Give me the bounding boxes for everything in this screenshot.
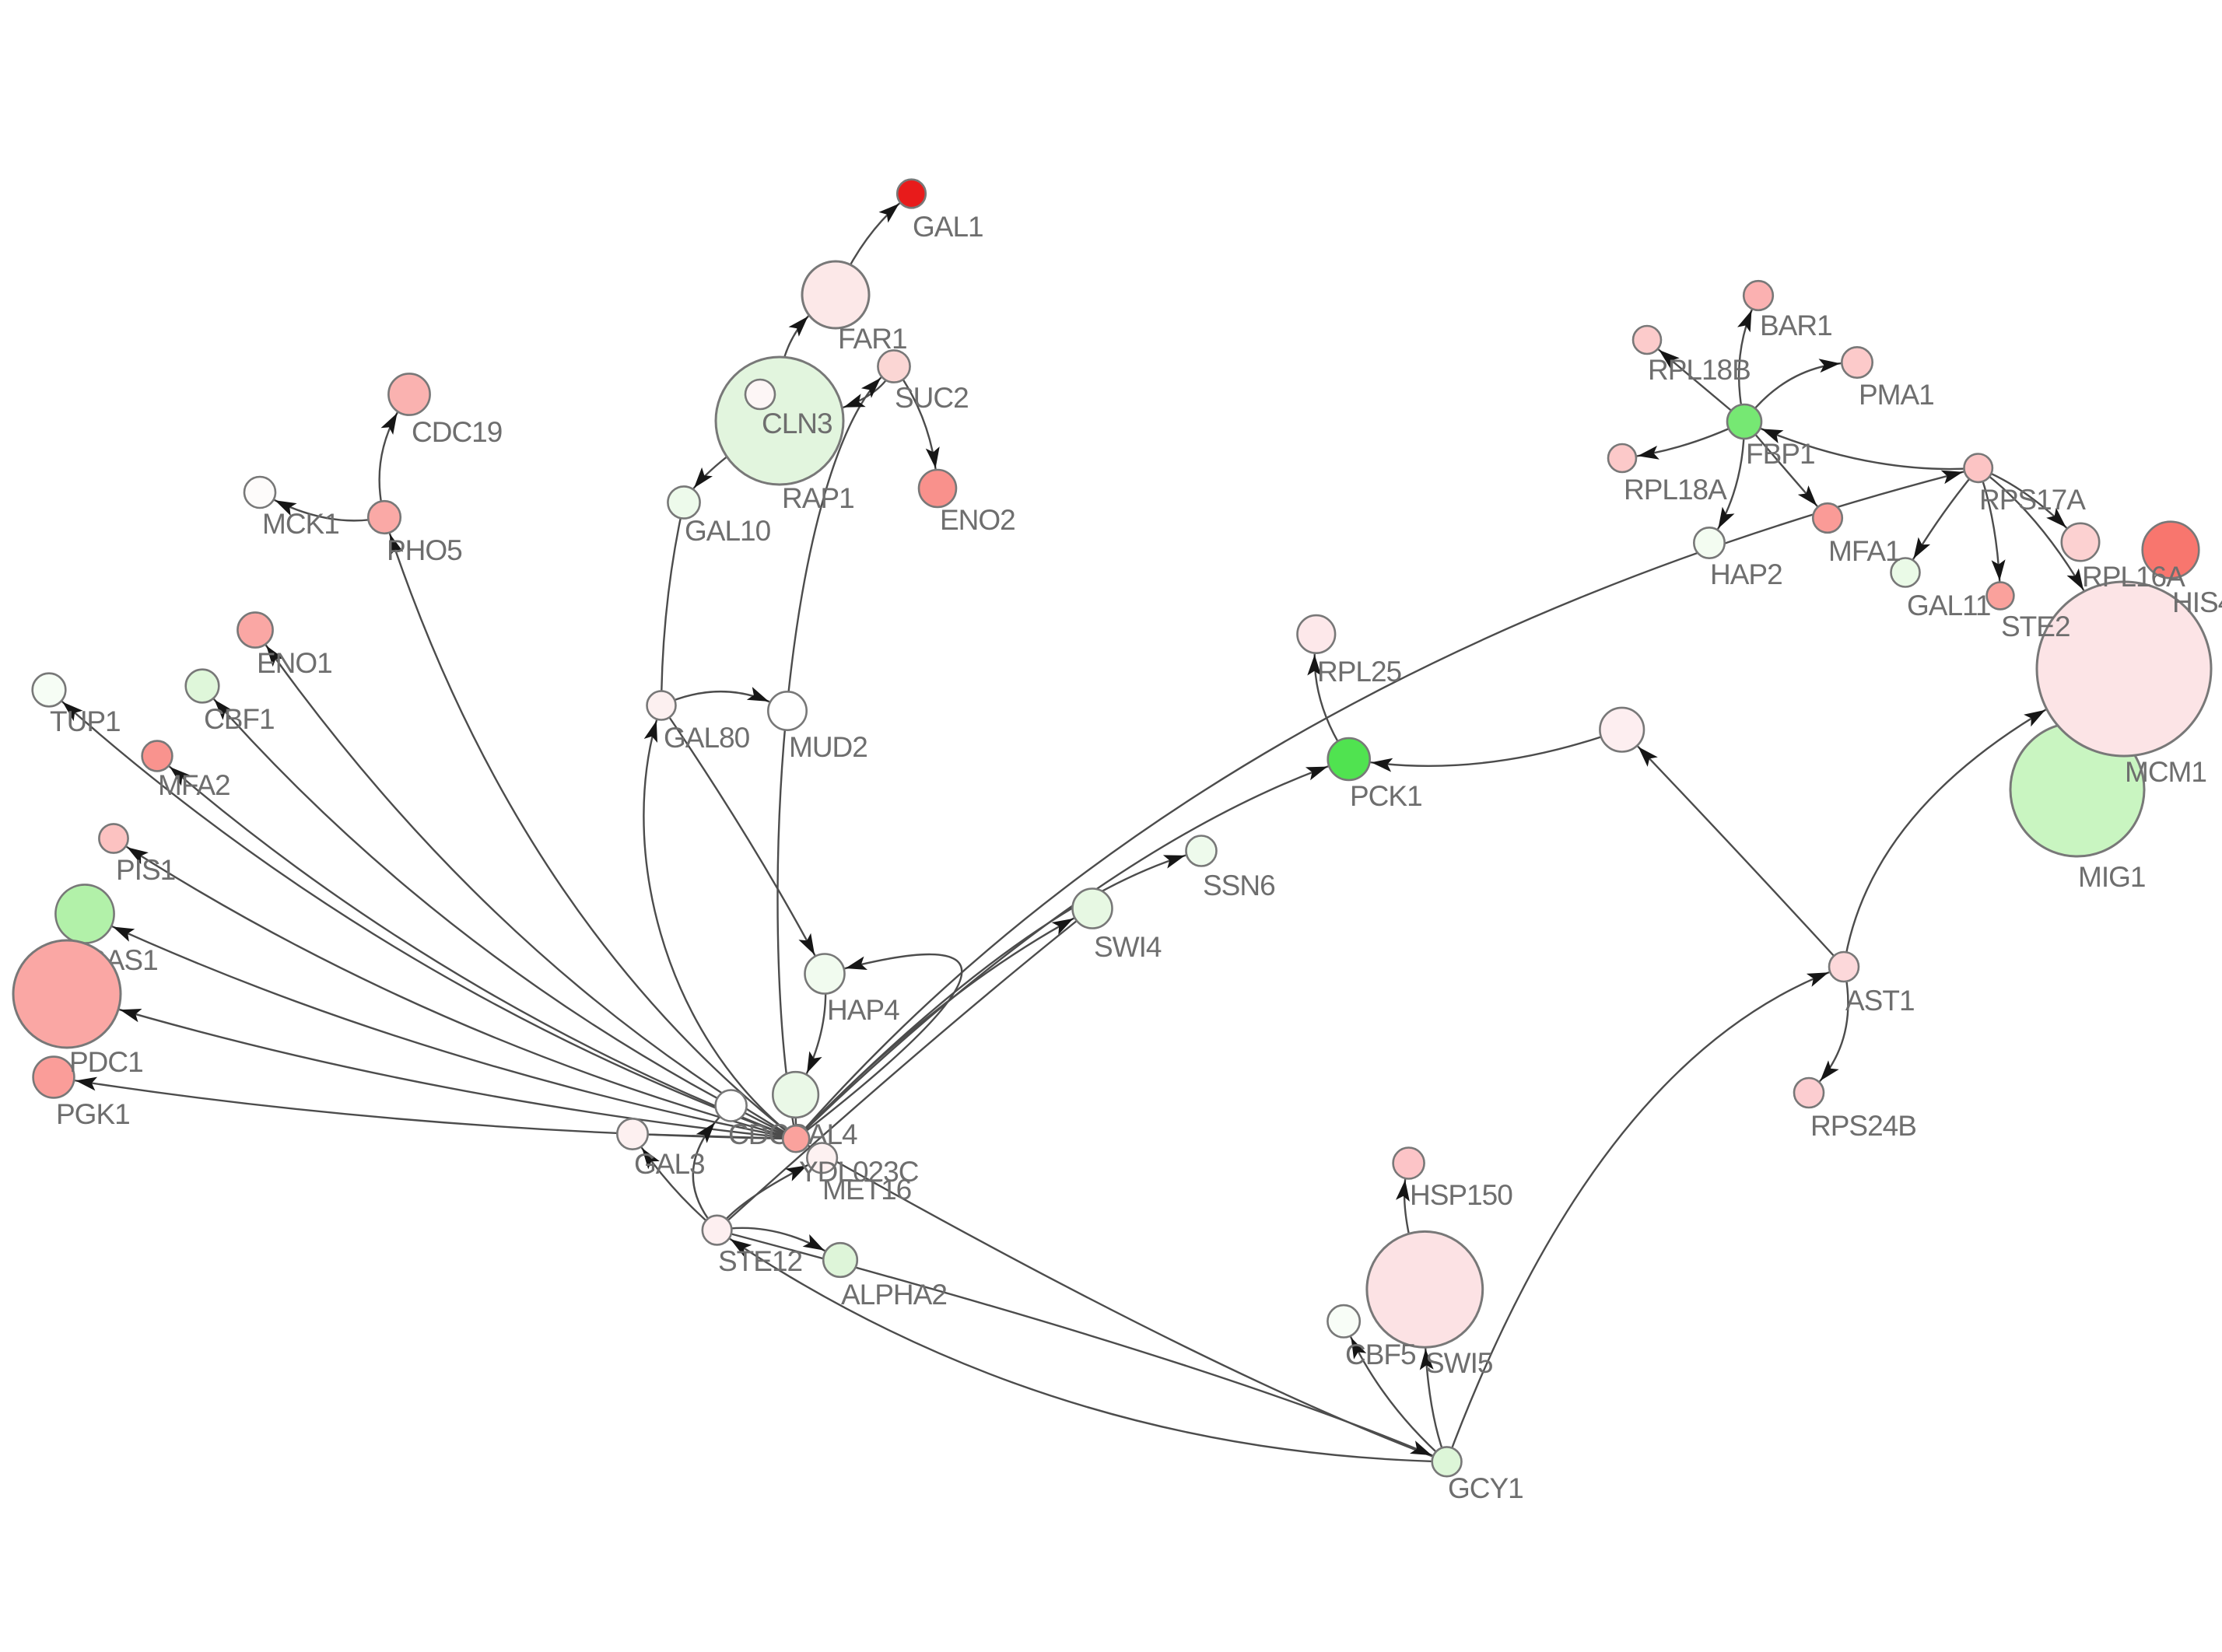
svg-text:SWI4: SWI4 [1094, 931, 1162, 963]
svg-text:SUC2: SUC2 [895, 382, 969, 414]
svg-text:RPL18B: RPL18B [1648, 354, 1751, 386]
svg-text:STE12: STE12 [718, 1245, 802, 1277]
svg-text:CLN3: CLN3 [762, 408, 832, 439]
svg-text:HSP150: HSP150 [1410, 1179, 1512, 1211]
svg-text:BAR1: BAR1 [1760, 310, 1832, 341]
svg-text:GCY1: GCY1 [1448, 1472, 1523, 1504]
svg-text:FBP1: FBP1 [1746, 438, 1815, 470]
svg-text:PDC1: PDC1 [69, 1046, 143, 1078]
svg-text:ENO2: ENO2 [940, 504, 1015, 536]
svg-text:MIG1: MIG1 [2078, 861, 2145, 893]
svg-text:HAP4: HAP4 [827, 994, 899, 1026]
svg-text:SWI5: SWI5 [1425, 1347, 1493, 1379]
svg-text:GAL80: GAL80 [664, 722, 750, 754]
svg-text:PGK1: PGK1 [56, 1098, 130, 1130]
svg-text:GAL3: GAL3 [634, 1148, 705, 1180]
svg-text:MFA2: MFA2 [158, 769, 230, 801]
svg-text:GAL11: GAL11 [1907, 590, 1990, 621]
svg-text:CBF5: CBF5 [1345, 1339, 1416, 1370]
svg-text:RPS17A: RPS17A [1979, 484, 2086, 516]
svg-text:STE2: STE2 [2001, 611, 2070, 642]
svg-text:MET16: MET16 [822, 1174, 911, 1206]
svg-text:RPS24B: RPS24B [1810, 1110, 1916, 1142]
svg-text:FAR1: FAR1 [838, 323, 907, 355]
svg-text:PIS1: PIS1 [116, 854, 175, 886]
svg-text:ALPHA2: ALPHA2 [841, 1279, 947, 1311]
svg-text:MUD2: MUD2 [789, 731, 867, 763]
svg-text:RAP1: RAP1 [782, 482, 854, 514]
svg-text:PCK1: PCK1 [1350, 780, 1422, 812]
svg-text:RPL25: RPL25 [1317, 656, 1402, 688]
svg-text:PMA1: PMA1 [1859, 379, 1934, 411]
svg-text:YDL023C: YDL023C [799, 1156, 919, 1188]
svg-text:PHO5: PHO5 [387, 534, 462, 566]
svg-text:GAL10: GAL10 [685, 515, 771, 547]
svg-text:CDC19: CDC19 [412, 416, 502, 448]
svg-text:CBF1: CBF1 [204, 703, 275, 735]
svg-text:GAL1: GAL1 [913, 211, 983, 243]
svg-text:RPL18A: RPL18A [1624, 474, 1727, 506]
svg-text:MFA1: MFA1 [1828, 535, 1901, 567]
svg-text:ENO1: ENO1 [257, 647, 332, 679]
svg-text:HAP2: HAP2 [1710, 558, 1782, 590]
svg-text:MCM1: MCM1 [2125, 756, 2206, 788]
svg-text:RPL16A: RPL16A [2082, 561, 2185, 593]
svg-text:HIS4: HIS4 [2172, 586, 2222, 618]
svg-text:TUP1: TUP1 [50, 705, 121, 737]
svg-text:SSN6: SSN6 [1203, 870, 1275, 901]
svg-text:MCK1: MCK1 [262, 508, 339, 540]
svg-text:AST1: AST1 [1845, 985, 1915, 1017]
